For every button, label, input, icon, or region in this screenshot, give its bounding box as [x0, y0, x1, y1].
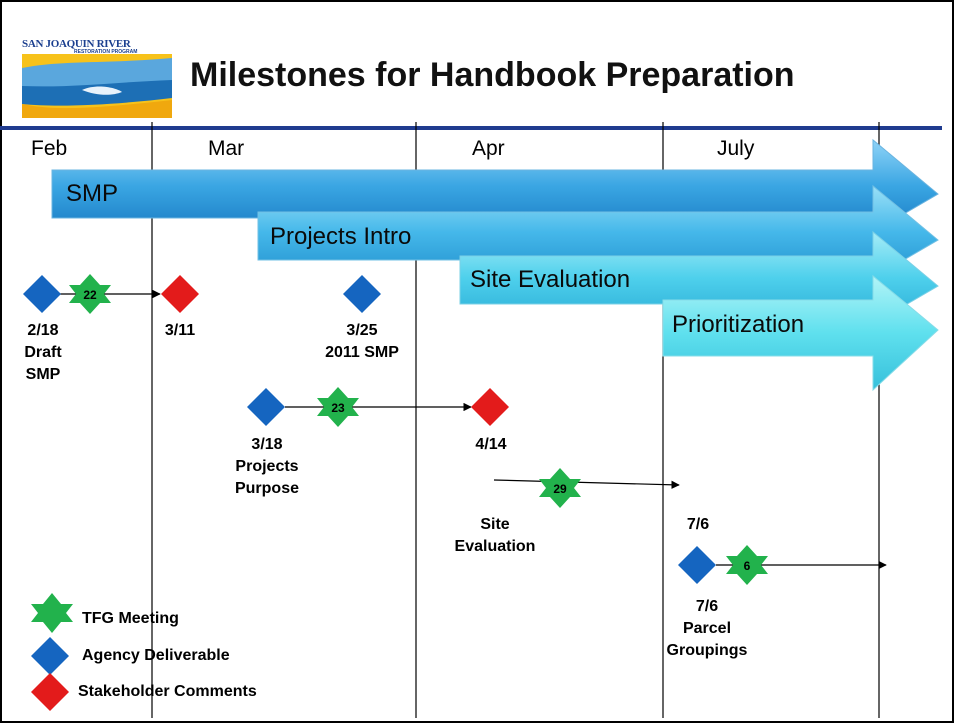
meeting-star-22: 22: [69, 274, 111, 314]
red-diamond-icon: [471, 388, 509, 426]
milestone-text: Draft: [24, 344, 62, 361]
blue-diamond-icon: [23, 275, 61, 313]
logo-title-band: [22, 38, 172, 54]
milestone-date: 2/18: [27, 322, 59, 339]
legend-green-star-icon: [31, 593, 73, 633]
month-label: July: [717, 137, 755, 160]
milestone-label-3-18: 3/18 Projects Purpose: [222, 434, 312, 500]
legend-blue-diamond-icon: [31, 637, 69, 675]
milestone-date: 3/25: [346, 322, 378, 339]
milestone-label-site-evaluation: Site Evaluation: [440, 514, 550, 558]
milestone-text: Parcel: [682, 620, 732, 637]
meeting-star-29: 29: [539, 468, 581, 508]
milestone-label-7-6-top: 7/6: [673, 514, 723, 536]
month-label: Mar: [208, 137, 245, 160]
meeting-number: 23: [331, 401, 345, 415]
logo-subtitle: RESTORATION PROGRAM: [74, 49, 138, 55]
milestone-text: Evaluation: [454, 538, 536, 555]
green-star-icon: [726, 545, 768, 585]
milestone-text: Projects: [235, 458, 299, 475]
meeting-number: 29: [553, 482, 567, 496]
milestone-date: 4/14: [475, 436, 507, 453]
connector-site-evaluation: [493, 479, 680, 489]
milestone-label-2-18: 2/18 Draft SMP: [16, 320, 70, 386]
green-star-icon: [317, 387, 359, 427]
milestone-date: 3/18: [251, 436, 283, 453]
milestone-text: Purpose: [234, 480, 299, 497]
legend-label-tfg-meeting: TFG Meeting: [82, 610, 179, 627]
meeting-number: 6: [744, 559, 751, 573]
phase-label-projects-intro: Projects Intro: [270, 223, 412, 250]
phase-arrow-prioritization: [662, 274, 939, 392]
slide-title: Milestones for Handbook Preparation: [190, 56, 795, 94]
milestone-date: 7/6: [686, 516, 710, 533]
meeting-star-23: 23: [317, 387, 359, 427]
blue-diamond-icon: [343, 275, 381, 313]
milestone-text: Groupings: [666, 642, 748, 659]
month-label: Feb: [31, 137, 68, 160]
logo-title: SAN JOAQUIN RIVER: [22, 38, 131, 50]
meeting-star-6: 6: [726, 545, 768, 585]
red-diamond-icon: [161, 275, 199, 313]
green-star-icon: [69, 274, 111, 314]
milestone-text: 2011 SMP: [325, 344, 399, 361]
legend-label-agency-deliverable: Agency Deliverable: [82, 647, 230, 664]
milestone-label-4-14: 4/14: [466, 434, 516, 456]
month-label: Apr: [472, 137, 505, 160]
blue-diamond-icon: [247, 388, 285, 426]
milestone-label-7-6-parcel: 7/6 Parcel Groupings: [652, 596, 762, 662]
milestone-date: 3/11: [164, 322, 196, 339]
milestone-label-3-25: 3/25 2011 SMP: [312, 320, 412, 364]
meeting-number: 22: [83, 288, 97, 302]
phase-label-prioritization: Prioritization: [672, 311, 805, 338]
logo-graphic: [22, 54, 172, 118]
legend-red-diamond-icon: [31, 673, 69, 711]
green-star-icon: [539, 468, 581, 508]
blue-diamond-icon: [678, 546, 716, 584]
milestone-text: Site: [480, 516, 510, 533]
milestone-text: SMP: [25, 366, 61, 383]
legend-label-stakeholder-comments: Stakeholder Comments: [78, 683, 257, 700]
phase-label-smp: SMP: [66, 180, 119, 207]
phase-label-site-evaluation: Site Evaluation: [470, 266, 631, 293]
milestone-label-3-11: 3/11: [158, 320, 202, 342]
header-rule: [0, 126, 942, 130]
milestone-date: 7/6: [695, 598, 719, 615]
logo: SAN JOAQUIN RIVER RESTORATION PROGRAM: [22, 38, 172, 118]
